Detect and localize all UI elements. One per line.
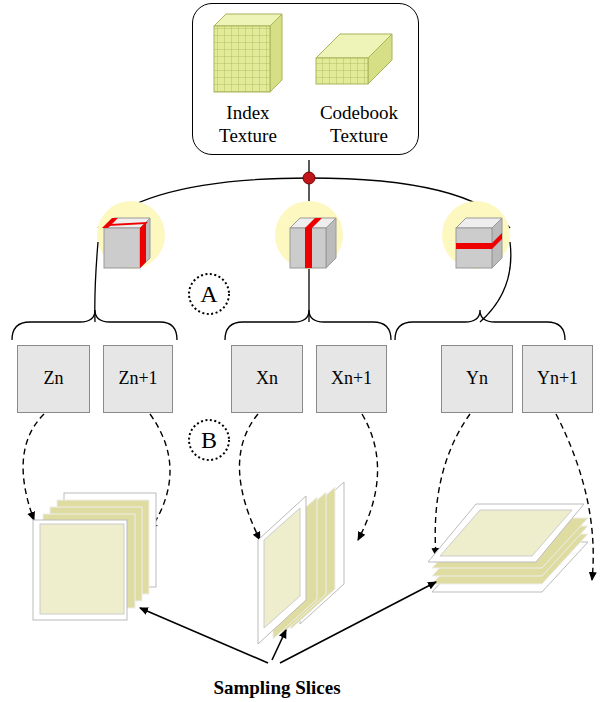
cube-z: [102, 218, 150, 268]
codebook-texture-cube: [316, 34, 392, 84]
slice-set-box: Zn+1: [103, 345, 173, 413]
highlight-circle: [97, 201, 165, 269]
junction-dot: [303, 172, 315, 184]
texture-label: Codebook Texture: [309, 102, 409, 148]
highlight-circle: [275, 201, 343, 269]
cube-y: [456, 218, 502, 268]
index-texture-cube: [214, 14, 282, 92]
callout-circle: [189, 274, 229, 314]
sampling-slices-x: [258, 482, 344, 644]
slice-set-label: Zn: [44, 368, 64, 390]
brace: [12, 310, 177, 340]
cube-x: [290, 218, 336, 268]
slice-set-label: Xn+1: [331, 368, 372, 390]
sampling-slices-z: [33, 493, 156, 620]
caption-label: Sampling Slices: [213, 677, 340, 699]
slice-set-box: Xn+1: [316, 345, 387, 413]
texture-label: Index Texture: [198, 102, 298, 148]
texture-group-box: Index TextureCodebook Texture: [192, 3, 419, 155]
slice-set-label: Yn+1: [537, 368, 578, 390]
slice-set-box: Zn: [17, 345, 90, 413]
slice-set-box: Yn+1: [522, 345, 593, 413]
slice-set-label: Zn+1: [118, 368, 157, 390]
brace: [225, 310, 391, 340]
slice-set-label: Yn: [466, 368, 488, 390]
callout-circle: [189, 420, 229, 460]
slice-set-box: Xn: [231, 345, 303, 413]
slice-set-label: Xn: [256, 368, 278, 390]
sampling-slices-y: [428, 504, 588, 592]
brace: [395, 310, 565, 340]
callout-letter: B: [201, 427, 217, 454]
highlight-circle: [442, 201, 510, 269]
callout-letter: A: [200, 281, 217, 308]
slice-set-box: Yn: [441, 345, 513, 413]
